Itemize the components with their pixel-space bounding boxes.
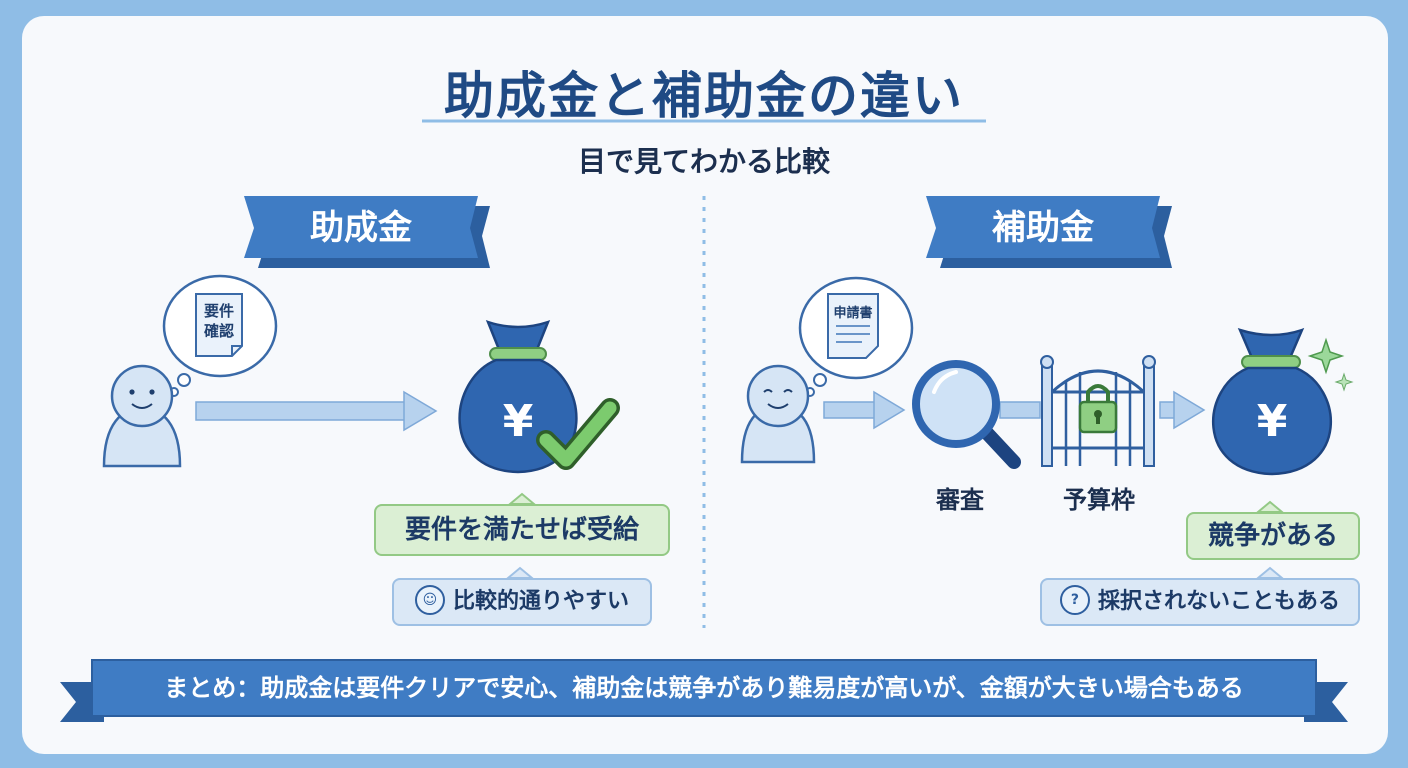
budget-label: 予算枠 — [1063, 486, 1135, 514]
right-result-tag: 競争がある — [1186, 512, 1360, 560]
yen-symbol: ¥ — [502, 396, 534, 447]
thinking-face-icon: ? — [1059, 585, 1090, 615]
arrow-icon — [1159, 390, 1206, 430]
summary-ribbon — [60, 659, 1348, 722]
arrow-icon — [823, 390, 906, 430]
right-note-label: 採択されないこともある — [1097, 589, 1340, 614]
smile-face-icon: ☺ — [414, 585, 445, 615]
blue-tag-pointer — [1255, 566, 1285, 579]
left-header-ribbon — [244, 196, 490, 268]
yen-symbol: ¥ — [1256, 396, 1288, 447]
doc-label-line1: 要件 — [203, 302, 234, 320]
review-label: 審査 — [936, 486, 984, 514]
arrow-icon — [195, 390, 438, 432]
page-subtitle: 目で見てわかる比較 — [577, 145, 830, 178]
left-header: 助成金 — [310, 208, 412, 248]
person-icon — [102, 364, 182, 468]
right-header: 補助金 — [992, 208, 1094, 248]
lock-icon — [1078, 384, 1118, 434]
left-note-label: 比較的通りやすい — [452, 589, 629, 614]
summary-text: まとめ：助成金は要件クリアで安心、補助金は競争があり難易度が高いが、金額が大きい… — [164, 674, 1244, 702]
document-icon — [827, 293, 879, 359]
magnifier-icon — [912, 360, 1021, 469]
right-header-ribbon — [926, 196, 1172, 268]
person-icon — [740, 364, 816, 464]
left-result-tag: 要件を満たせば受給 — [374, 504, 670, 556]
page-title: 助成金と補助金の違い — [444, 67, 964, 125]
right-note-tag: ? 採択されないこともある — [1040, 578, 1360, 626]
blue-tag-pointer — [505, 566, 535, 579]
doc-label-line2: 確認 — [203, 322, 234, 340]
money-bag-icon — [1211, 327, 1333, 476]
sparkle-icon — [1307, 337, 1354, 392]
left-note-tag: ☺ 比較的通りやすい — [392, 578, 652, 626]
arrow-icon — [999, 401, 1041, 419]
green-tag-pointer — [507, 492, 537, 505]
check-icon — [536, 398, 620, 470]
document-icon — [195, 293, 243, 357]
green-tag-pointer — [1255, 500, 1285, 513]
application-doc-label: 申請書 — [833, 306, 873, 321]
